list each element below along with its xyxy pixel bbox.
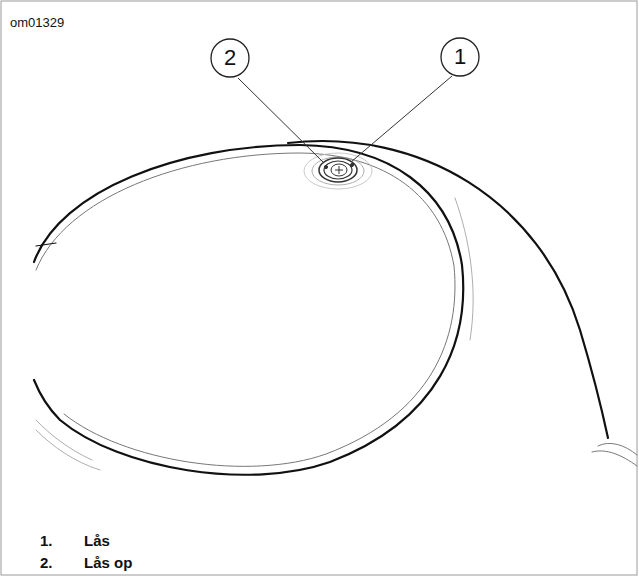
callout-circle: 2 — [210, 38, 250, 78]
callout-circle: 1 — [440, 37, 480, 77]
figure-code: om01329 — [10, 15, 64, 30]
callout-ring — [211, 39, 249, 77]
callout-number: 2. — [40, 554, 53, 571]
callout-number-holder: 2. — [40, 554, 53, 572]
callout-number: 1. — [40, 532, 53, 549]
callout-number-holder: 1. — [40, 532, 53, 550]
part-name-holder: Lås op — [84, 554, 132, 572]
part-name-holder: Lås — [84, 532, 110, 550]
fuel-cap-lock — [304, 153, 372, 189]
callout-ring — [441, 38, 479, 76]
callout-number: 1 — [454, 46, 466, 68]
part-name: Lås — [84, 532, 110, 549]
callout-number: 2 — [224, 47, 236, 69]
tank-outline — [34, 141, 637, 475]
leader-lines — [238, 76, 452, 163]
figure-code-holder: om01329 — [10, 13, 64, 31]
part-name: Lås op — [84, 554, 132, 571]
